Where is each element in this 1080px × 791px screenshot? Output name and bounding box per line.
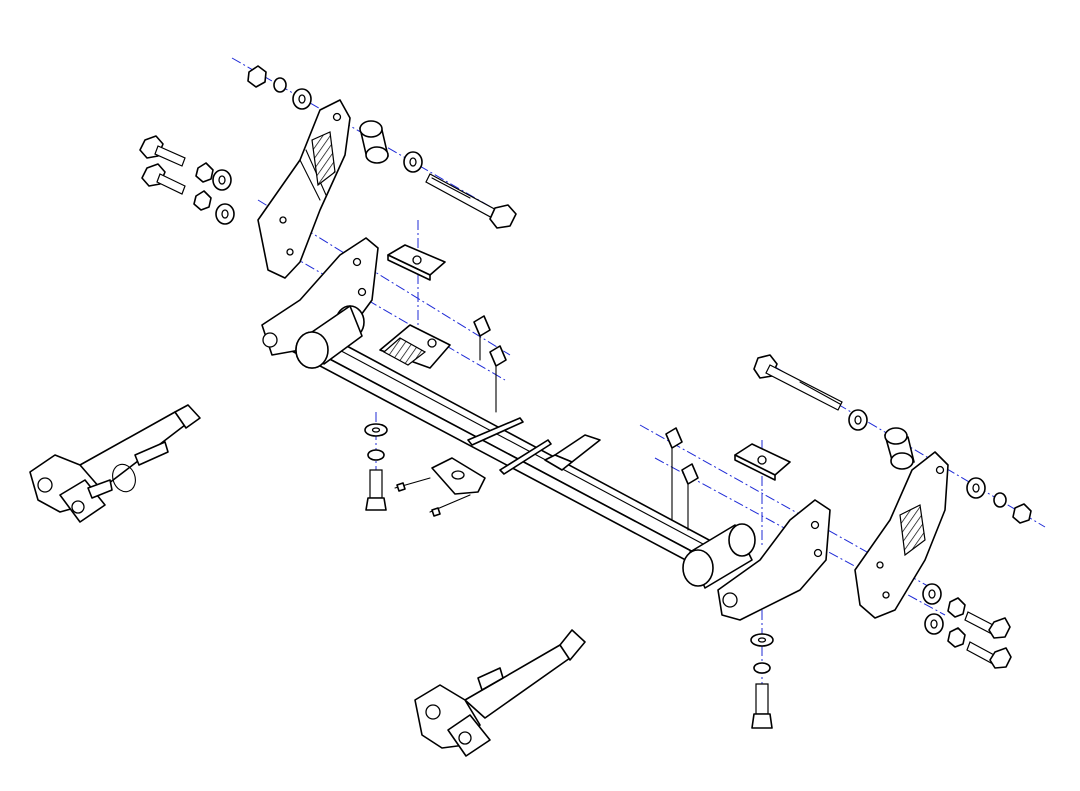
crossbar <box>285 315 725 575</box>
center-tab-plate <box>394 457 486 513</box>
square-nut-plate-left <box>387 244 446 281</box>
spacer-sleeve-right <box>884 427 915 470</box>
hardware-fasteners <box>139 65 1032 729</box>
spacer-sleeve-left <box>359 120 389 164</box>
right-tow-arm <box>414 629 586 757</box>
long-bolt-right <box>753 354 843 411</box>
centerline-right-upper <box>639 424 936 591</box>
clip-tabs <box>473 315 699 531</box>
left-tow-arm <box>29 404 201 523</box>
right-mounting-bracket <box>854 451 949 619</box>
square-nut-plate-right <box>734 443 791 481</box>
long-bolt-left <box>425 173 517 229</box>
right-bar-bracket <box>682 499 831 621</box>
left-mounting-bracket <box>257 99 351 279</box>
left-bar-bracket <box>261 237 379 369</box>
left-clamp-tab <box>379 324 451 369</box>
